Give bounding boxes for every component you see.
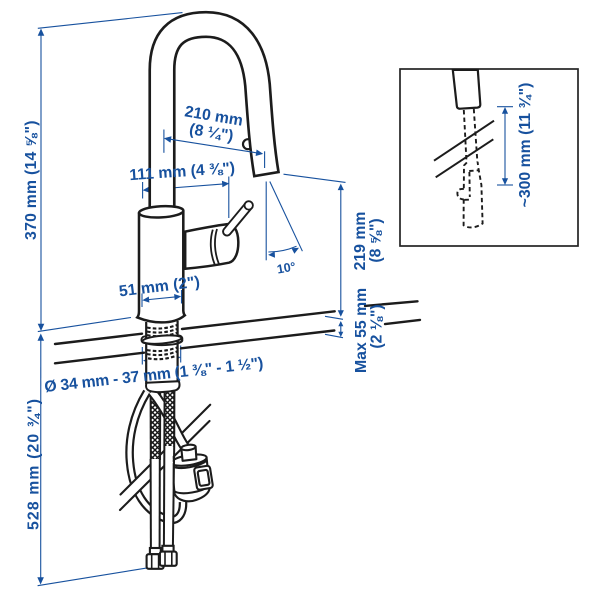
svg-text:528 mm (20 ¾"): 528 mm (20 ¾") [26,399,43,530]
svg-text:10°: 10° [276,260,297,277]
svg-text:(8 ⅝"): (8 ⅝") [368,218,385,262]
svg-text:(2 ⅛"): (2 ⅛") [368,304,385,348]
svg-text:219 mm: 219 mm [352,212,369,271]
svg-text:370 mm (14 ⅝"): 370 mm (14 ⅝") [23,120,40,240]
svg-text:~300 mm (11 ¾"): ~300 mm (11 ¾") [517,83,534,208]
svg-text:Max 55 mm: Max 55 mm [353,288,370,373]
